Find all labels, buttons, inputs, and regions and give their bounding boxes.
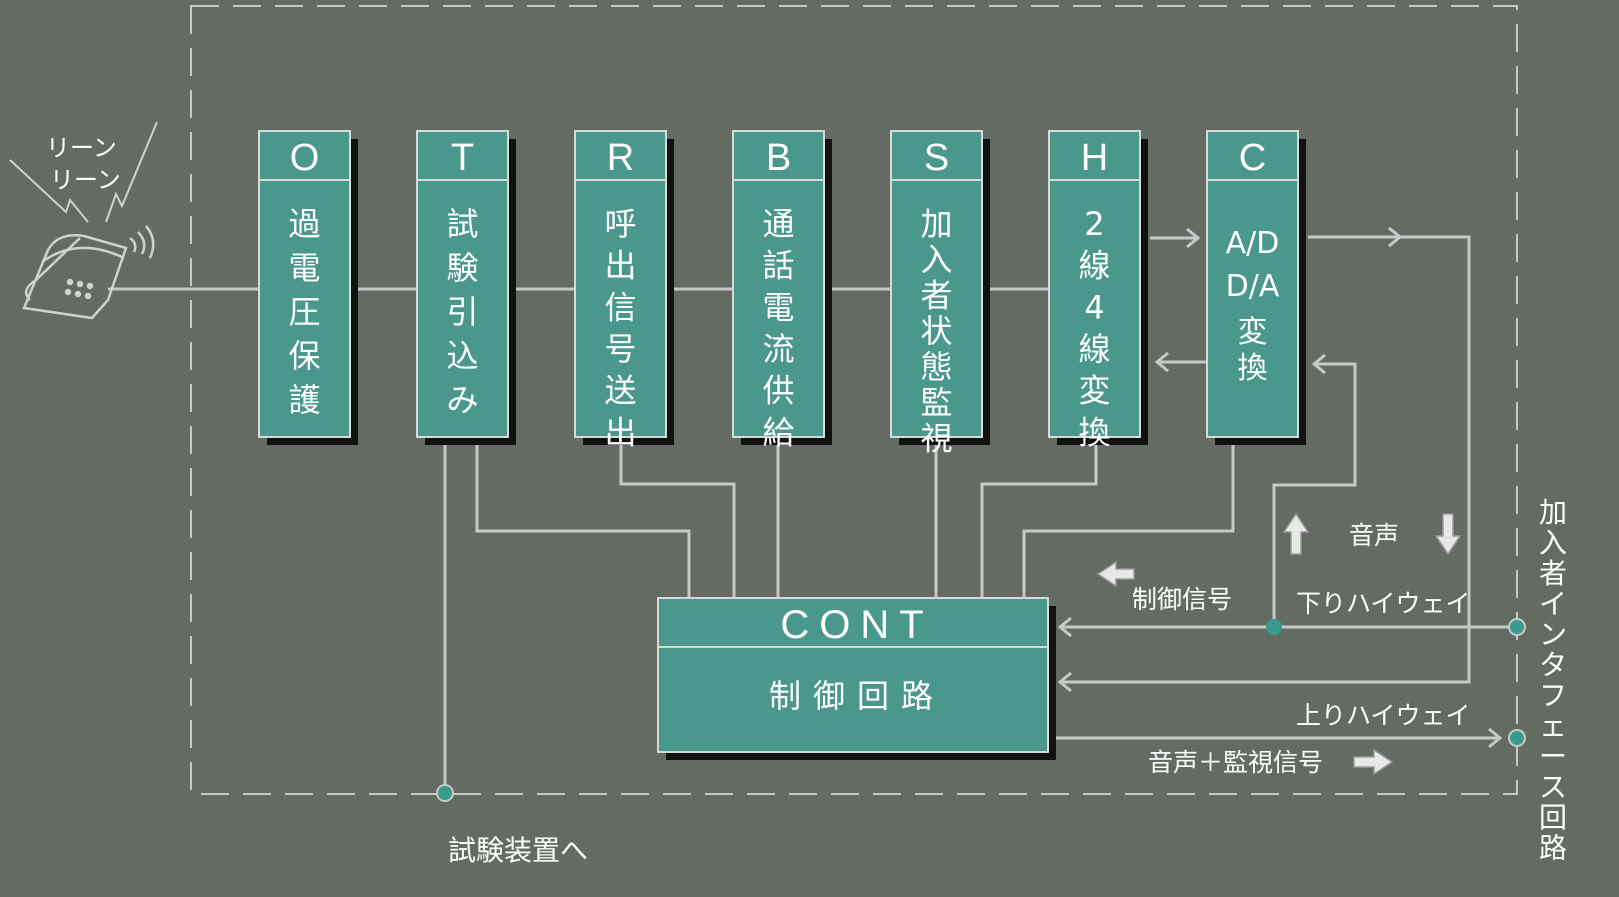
control-connections [443,438,1235,793]
block-name: 試験引込み [446,205,478,419]
highway-lines [1056,237,1517,738]
control-signal-label: 制御信号 [1132,585,1232,614]
block-letter: O [290,137,320,179]
block-name: 過電圧保護 [288,205,320,419]
down-highway-label: 下りハイウェイ [1296,589,1471,618]
block-letter: R [607,137,634,179]
h-c-arrows [1150,238,1207,362]
up-highway-terminal-dot [1508,729,1526,747]
voice-down-arrow-icon [1434,513,1462,556]
block-letter: C [1239,137,1266,179]
block-name: 通話電流供給 [762,205,794,451]
block-letter: S [924,137,949,179]
block-r: R 呼出信号送出 [574,130,674,451]
control-title: CONT [780,603,933,647]
control-subtitle: 制御回路 [769,677,945,715]
block-s: S 加入者状態監視 [890,130,990,457]
voice-up-arrow-icon [1282,512,1310,555]
subscriber-interface-label: 加入者インタフェース回路 [1539,496,1567,865]
block-t: T 試験引込み [416,130,516,445]
circuit-boundary [190,5,1518,795]
subscriber-interface-text: 加入者インタフェース回路 [1539,496,1567,865]
voice-label: 音声 [1349,521,1399,550]
control-block: CONT 制御回路 [657,597,1056,760]
test-device-label: 試験装置へ [448,834,588,867]
up-highway-label: 上りハイウェイ [1296,701,1471,730]
block-o: O 過電圧保護 [258,130,358,445]
block-letter: T [451,137,474,179]
control-signal-arrow-icon [1096,560,1135,588]
junction-dot [1266,619,1282,635]
voice-monitor-label: 音声＋監視信号 [1148,748,1323,777]
telephone-icon [22,225,155,320]
block-letter: B [766,137,791,179]
block-name: 加入者状態監視 [920,205,952,457]
ring-text-1: リーン [46,134,117,162]
block-b: B 通話電流供給 [732,130,832,451]
test-terminal-dot [436,784,454,802]
ring-text-2: リーン [50,166,121,194]
ring-lines-icon [9,121,158,223]
block-name: 呼出信号送出 [604,205,636,451]
down-highway-terminal-dot [1508,618,1526,636]
block-letter: H [1081,137,1108,179]
voice-monitor-arrow-icon [1353,748,1394,776]
